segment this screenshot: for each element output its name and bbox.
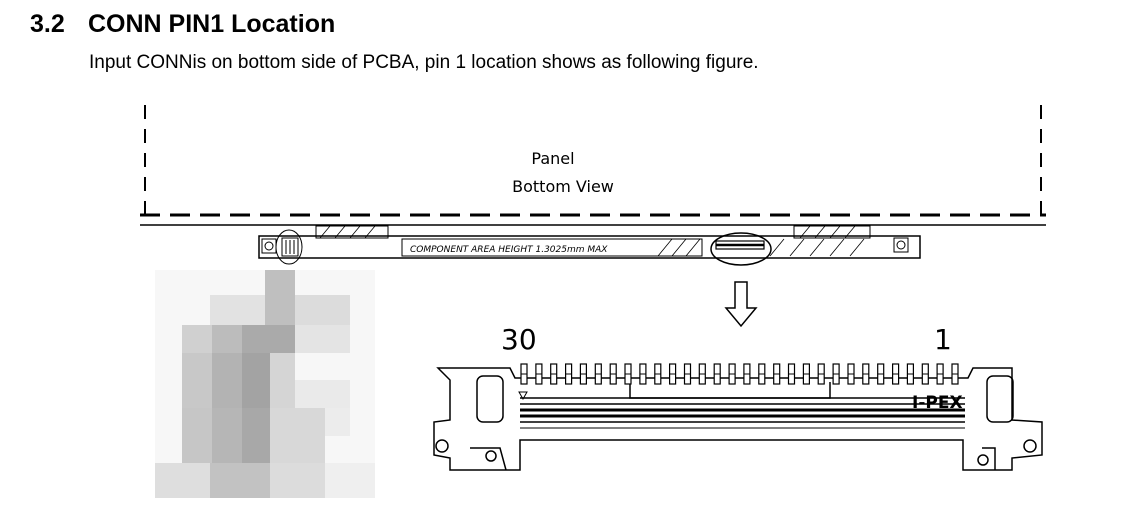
section-heading: 3.2 CONN PIN1 Location: [30, 10, 335, 39]
component-area-note: COMPONENT AREA HEIGHT 1.3025mm MAX: [410, 245, 608, 255]
panel-view-label: Bottom View: [512, 177, 614, 196]
connector-pins: [520, 363, 959, 385]
brand-mark: I-PEX: [912, 393, 963, 413]
pin1-triangle-icon: [518, 391, 528, 401]
hatch-pattern: [319, 225, 865, 257]
section-title: CONN PIN1 Location: [88, 10, 336, 38]
section-body-text: Input CONNis on bottom side of PCBA, pin…: [89, 52, 759, 73]
blurred-redaction: [155, 270, 375, 498]
pcba-strip: [258, 225, 921, 266]
arrow-down-icon: [724, 281, 758, 328]
panel-label: Panel: [531, 149, 574, 168]
section-number: 3.2: [30, 10, 65, 38]
connector-rails: [520, 397, 965, 429]
panel-outline: [140, 105, 1046, 226]
pin-30-label: 30: [501, 323, 537, 356]
pin-1-label: 1: [934, 323, 952, 356]
